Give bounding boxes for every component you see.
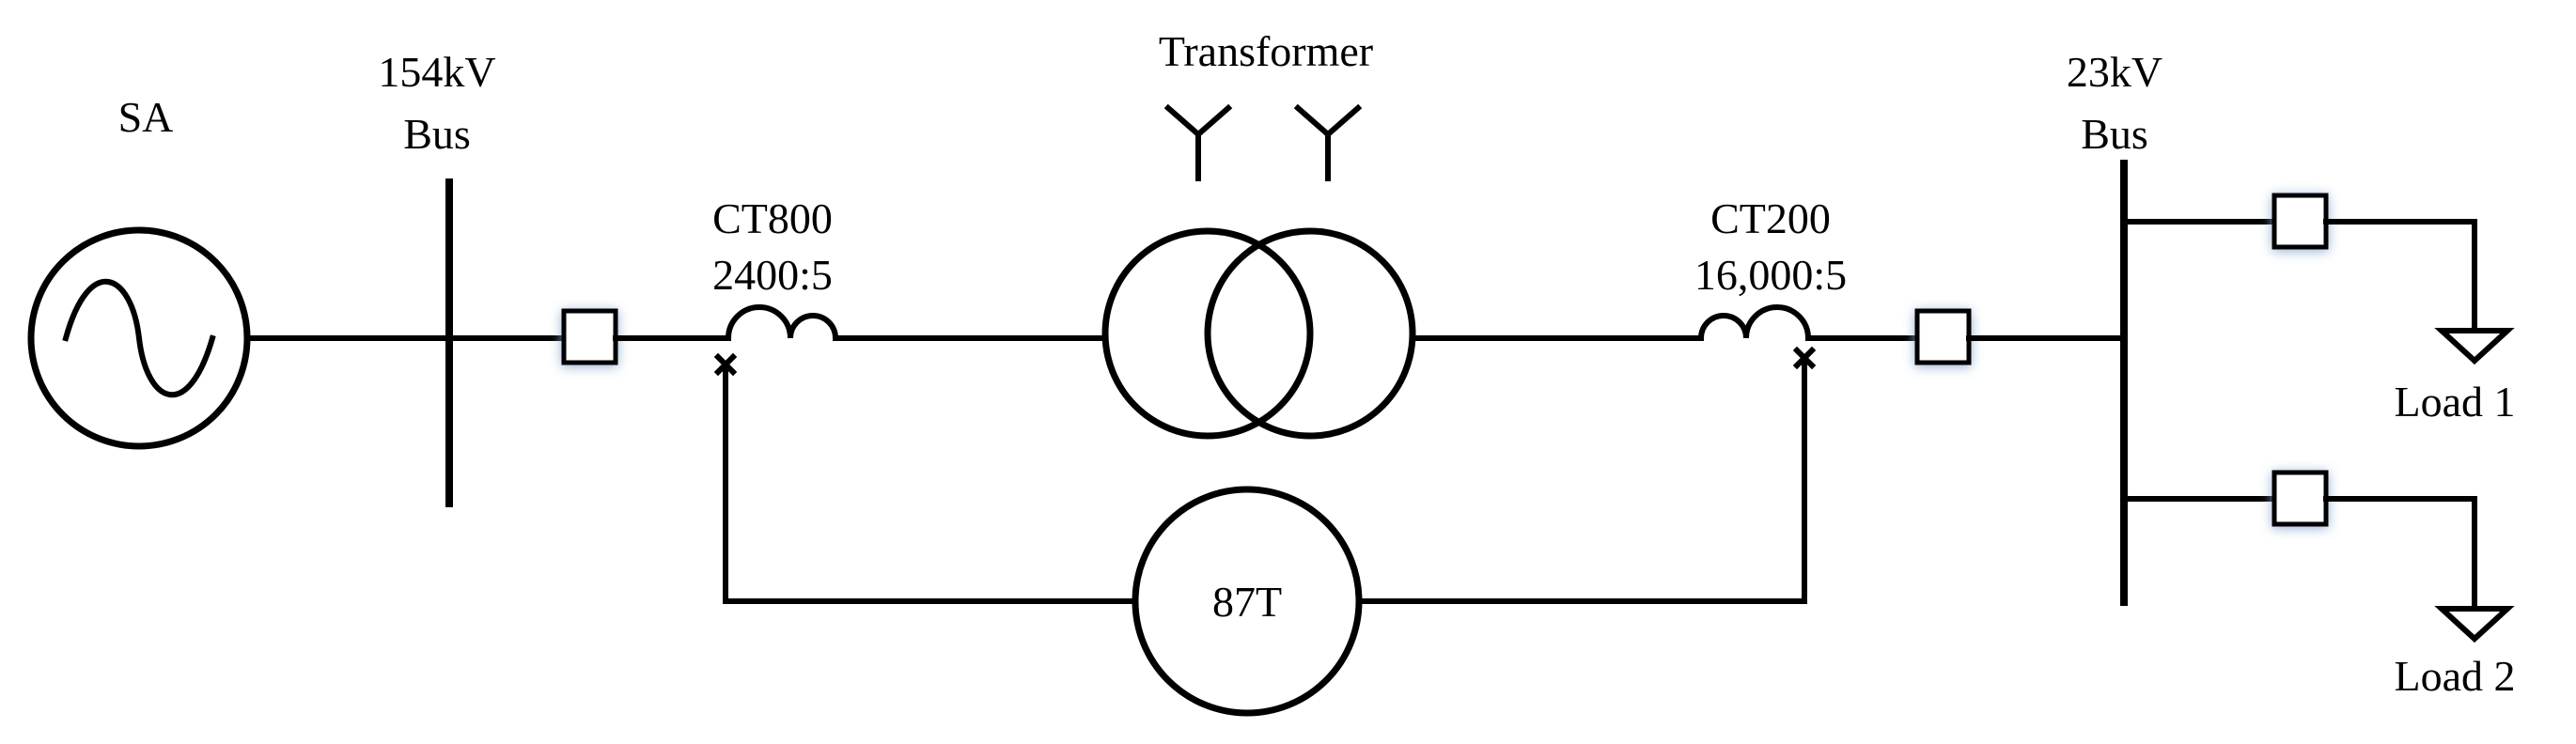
load1-circuit-breaker[interactable] (2272, 193, 2329, 250)
transformer-symbol (1101, 227, 1416, 440)
ct800-ratio-label: 2400:5 (712, 251, 833, 299)
transformer-label: Transformer (1159, 27, 1373, 75)
load-triangle-icon (2434, 328, 2515, 365)
relay-87t[interactable] (1132, 486, 1363, 717)
hv-bus-name-label: Bus (403, 110, 471, 158)
ct800-coil-icon (725, 304, 839, 342)
ct800-name-label: CT800 (712, 194, 833, 242)
relay-circuit-left-wire (723, 364, 1138, 604)
hv-circuit-breaker[interactable] (561, 308, 618, 365)
lv-bus-name-label: Bus (2081, 110, 2148, 158)
wye-winding-icon (1293, 103, 1363, 181)
relay-87t-label: 87T (1212, 578, 1282, 626)
source-label: SA (118, 93, 174, 141)
load1-label: Load 1 (2394, 378, 2515, 426)
relay-circuit-right-wire (1356, 357, 1807, 604)
load-triangle-icon (2434, 606, 2515, 643)
load2-label: Load 2 (2394, 652, 2515, 700)
wye-winding-icon (1163, 103, 1233, 181)
lv-bus-voltage-label: 23kV (2067, 48, 2162, 96)
ct200-name-label: CT200 (1710, 194, 1831, 242)
lv-circuit-breaker[interactable] (1914, 308, 1972, 365)
ct200-coil-icon (1697, 304, 1812, 342)
ac-source-icon (27, 226, 251, 450)
hv-bus-voltage-label: 154kV (378, 48, 495, 96)
ct200-ratio-label: 16,000:5 (1694, 251, 1847, 299)
load2-circuit-breaker[interactable] (2272, 470, 2329, 527)
